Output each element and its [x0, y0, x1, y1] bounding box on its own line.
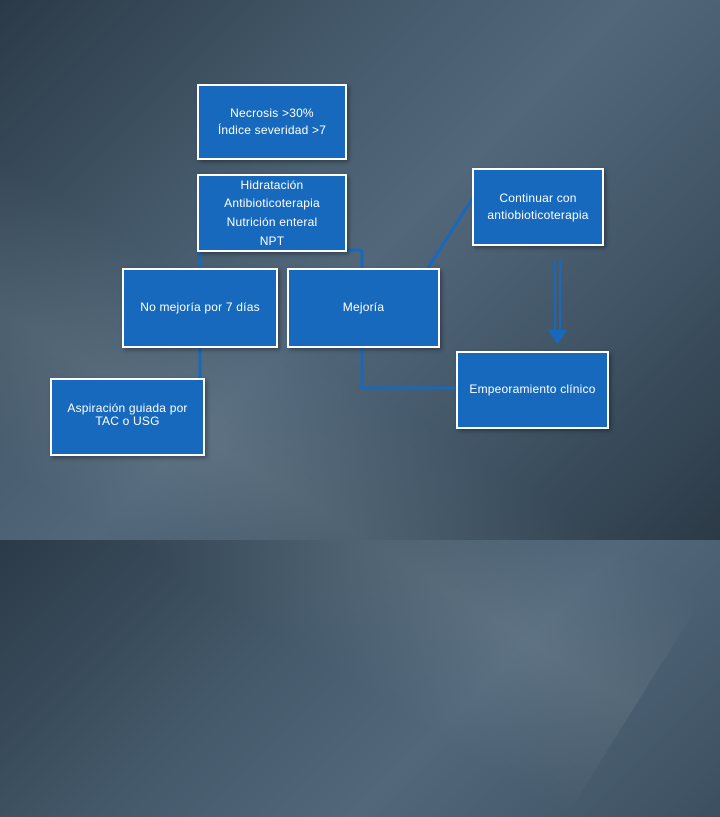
node-necrosis-label: Necrosis >30% Índice severidad >7	[217, 105, 327, 137]
connector-improvement-worsening	[360, 348, 458, 390]
node-continue-label: Continuar con antiobioticoterapia	[487, 190, 589, 222]
node-worsening: Empeoramiento clínico	[456, 351, 609, 429]
node-worsening-label: Empeoramiento clínico	[469, 382, 596, 397]
node-improvement-label: Mejoría	[342, 300, 385, 315]
down-arrow	[548, 260, 567, 344]
node-aspiration: Aspiración guiada por TAC o USG	[50, 378, 205, 456]
node-treatment-label: Hidratación Antibioticoterapia Nutrición…	[224, 177, 320, 248]
node-continue: Continuar con antiobioticoterapia	[472, 168, 604, 246]
node-treatment: Hidratación Antibioticoterapia Nutrición…	[197, 174, 347, 252]
node-aspiration-label: Aspiración guiada por TAC o USG	[67, 401, 188, 429]
node-necrosis: Necrosis >30% Índice severidad >7	[197, 84, 347, 160]
node-no-improvement-label: No mejoría por 7 días	[140, 300, 260, 315]
node-no-improvement: No mejoría por 7 días	[122, 268, 278, 348]
node-improvement: Mejoría	[287, 268, 440, 348]
connector-improvement-continue	[426, 195, 476, 269]
